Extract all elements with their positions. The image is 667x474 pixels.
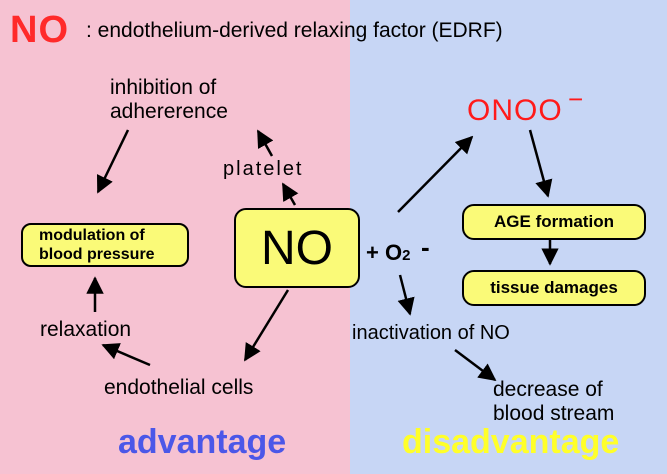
arrow-no-to-endothelial (243, 289, 290, 362)
arrow-to-onoo (397, 135, 474, 213)
o2-charge: - (421, 232, 430, 262)
arrow-endothelial-to-relaxation (101, 343, 151, 367)
disadvantage-label: disadvantage (402, 423, 620, 461)
title-no: NO (10, 9, 69, 51)
o2-label: + O2 (366, 240, 410, 266)
arrow-inactivation-to-decrease (454, 349, 497, 382)
platelet-label: platelet (223, 158, 304, 180)
decrease-line-2: blood stream (493, 402, 615, 425)
modulation-line-2: blood pressure (39, 246, 155, 263)
endothelial-label: endothelial cells (104, 376, 254, 399)
advantage-label: advantage (118, 423, 287, 461)
no-center-box: NO (234, 208, 360, 288)
decrease-line-1: decrease of (493, 378, 603, 401)
o2-prefix: + O (366, 240, 403, 265)
inhibition-line-2: adhererence (110, 100, 228, 123)
arrow-no-to-platelet (281, 182, 299, 206)
title-subtitle: : endothelium-derived relaxing factor (E… (86, 19, 503, 42)
onoo-charge: − (568, 84, 584, 114)
inhibition-label: inhibition of adhererence (110, 76, 228, 124)
modulation-line-1: modulation of (39, 227, 145, 244)
arrow-platelet-to-inhibition (256, 129, 274, 157)
modulation-box: modulation of blood pressure (21, 223, 189, 267)
inactivation-label: inactivation of NO (352, 322, 510, 344)
arrow-inhibition-to-modulation (96, 129, 130, 194)
arrow-o2-to-inactivation (397, 274, 415, 316)
onoo-label: ONOO (467, 94, 563, 127)
arrow-onoo-to-age (528, 129, 553, 198)
o2-subscript: 2 (402, 247, 411, 264)
inhibition-line-1: inhibition of (110, 76, 217, 99)
tissue-damages-box: tissue damages (462, 270, 646, 306)
relaxation-label: relaxation (40, 318, 132, 341)
decrease-label: decrease of blood stream (493, 378, 614, 426)
age-formation-box: AGE formation (462, 204, 646, 240)
